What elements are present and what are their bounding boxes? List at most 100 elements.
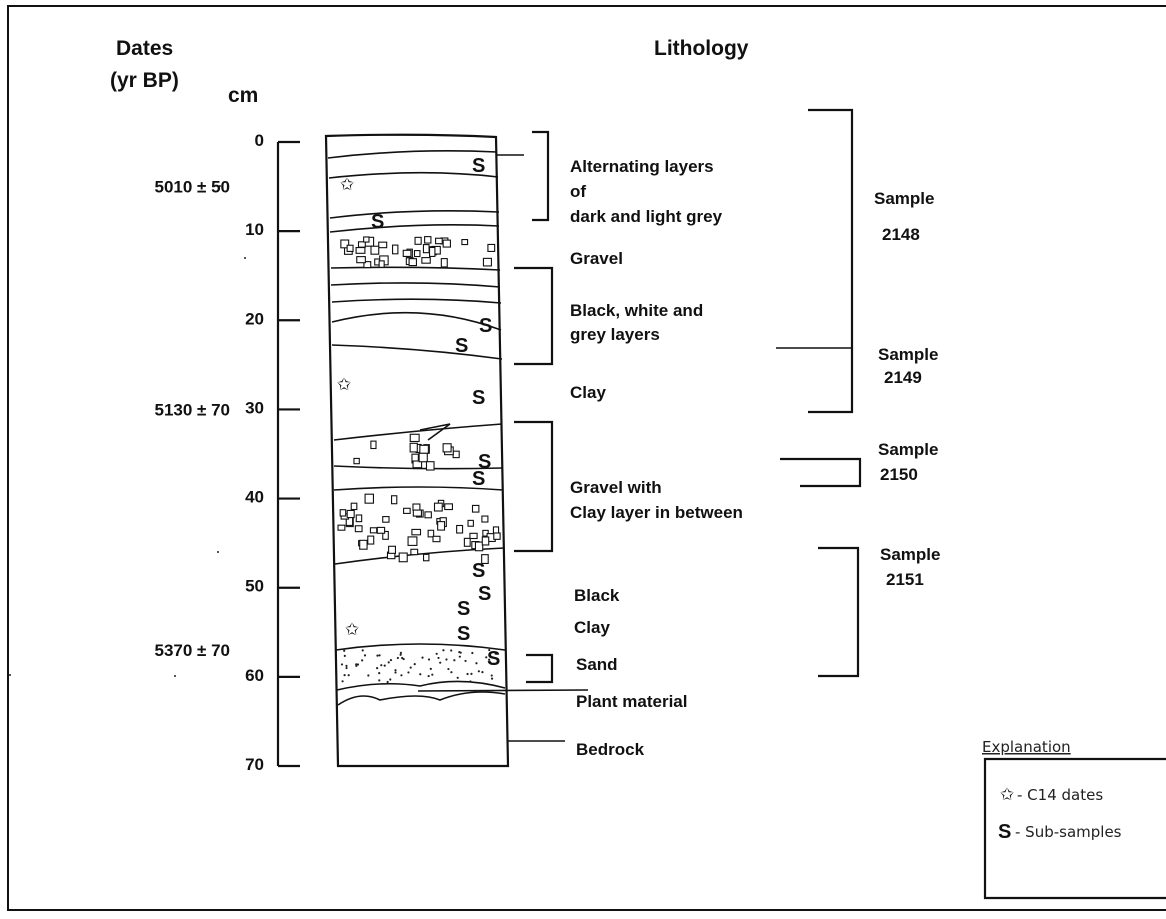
layer-boundary — [337, 681, 505, 690]
sand-grain — [436, 653, 438, 655]
gravel-pebble — [403, 250, 411, 256]
gravel-pebble — [475, 542, 482, 551]
gravel-pebble — [365, 494, 373, 503]
subsample-markers: S S S S S S S S S S S S — [371, 155, 500, 670]
sand-grain — [397, 657, 399, 659]
depth-tick-label: 0 — [255, 131, 264, 150]
depth-tick-label: 40 — [245, 488, 264, 507]
depth-tick-label: 50 — [245, 577, 264, 596]
gravel-pebble — [457, 525, 463, 533]
sand-grain — [450, 671, 452, 673]
legend-c14-icon: ✩ — [1000, 785, 1014, 804]
gravel-pebble — [434, 503, 442, 511]
layer-boundary — [331, 267, 500, 270]
gravel-pebble — [472, 505, 478, 512]
subsample-marker: S — [487, 648, 500, 670]
gravel-pebble — [377, 527, 384, 533]
explanation-legend: Explanation ✩ - C14 dates S - Sub-sample… — [982, 738, 1166, 898]
gravel-pebble — [433, 536, 440, 541]
label-gravel-with-clay-1: Gravel with — [570, 478, 662, 497]
sand-grain — [389, 678, 391, 680]
bracket-alternating — [532, 132, 548, 220]
legend-subsample-text: - Sub-samples — [1015, 823, 1122, 841]
sand-grain — [481, 671, 483, 673]
gravel-pebble — [354, 458, 359, 463]
sand-grain — [387, 681, 389, 683]
gravel-pebble — [355, 526, 362, 532]
gravel-pebble — [360, 540, 367, 549]
sand-grain — [378, 654, 380, 656]
sand-grain — [450, 649, 452, 651]
sand-texture — [341, 649, 497, 683]
gravel-pebble — [399, 553, 407, 562]
sand-grain — [345, 667, 347, 669]
sample-number-2149: 2149 — [884, 368, 922, 387]
gravel-pebble — [340, 510, 345, 516]
sand-grain — [439, 662, 441, 664]
sample-number-2150: 2150 — [880, 465, 918, 484]
sand-grain — [410, 666, 412, 668]
sand-grain — [491, 674, 493, 676]
subsample-marker: S — [457, 598, 470, 620]
gravel-pebble — [414, 251, 419, 257]
label-bedrock: Bedrock — [576, 740, 645, 759]
layer-boundary — [332, 345, 502, 359]
layer-boundary — [330, 225, 499, 232]
gravel-pebble — [389, 546, 396, 553]
label-gravel: Gravel — [570, 249, 623, 268]
gravel-pebble — [413, 504, 420, 510]
gravel-pebble — [371, 441, 376, 448]
sand-grain — [428, 658, 430, 660]
gravel-pebble — [441, 259, 447, 267]
sand-grain — [475, 662, 477, 664]
gravel-pebble — [445, 504, 453, 510]
c14-date-label: 5130 ± 70 — [154, 400, 230, 419]
gravel-pebble — [420, 445, 429, 453]
sand-grain — [378, 679, 380, 681]
gravel-pebble — [410, 434, 419, 441]
gravel-pebble — [438, 522, 445, 530]
sand-grain — [390, 659, 392, 661]
sample-number-2148: 2148 — [882, 225, 920, 244]
sand-grain — [453, 659, 455, 661]
layer-boundary — [331, 283, 500, 287]
sand-grain — [394, 669, 396, 671]
gravel-pebble — [347, 510, 354, 517]
label-alternating-2: of — [570, 182, 586, 201]
sand-grain — [464, 660, 466, 662]
label-alternating-3: dark and light grey — [570, 207, 723, 226]
gravel-pebble — [364, 237, 369, 242]
gravel-pebble — [453, 451, 459, 457]
sand-grain — [376, 655, 378, 657]
gravel-pebble — [425, 237, 431, 243]
gravel-pebble — [409, 259, 416, 266]
label-black-clay-1: Black — [574, 586, 620, 605]
gravel-pebble — [371, 246, 379, 254]
depth-tick-label: 30 — [245, 398, 264, 417]
sand-grain — [478, 670, 480, 672]
layer-boundary — [332, 299, 501, 303]
bracket-gravel-with-clay — [514, 422, 552, 551]
gravel-pebble — [410, 443, 417, 452]
sample-bracket-2150 — [780, 459, 860, 486]
sample-bracket-2148 — [808, 110, 852, 412]
bracket-black-white-grey — [514, 268, 552, 364]
gravel-pebble — [408, 537, 417, 545]
subsample-marker: S — [472, 468, 485, 490]
gravel-pebble — [368, 536, 374, 544]
scan-speck — [9, 674, 11, 676]
legend-c14-text: - C14 dates — [1017, 786, 1103, 804]
gravel-pebble — [338, 525, 345, 530]
sand-grain — [343, 650, 345, 652]
layer-boundary — [338, 692, 505, 705]
sample-bracket-2151 — [818, 548, 858, 676]
layer-boundary — [330, 211, 499, 218]
sand-grain — [447, 668, 449, 670]
label-gravel-with-clay-2: Clay layer in between — [570, 503, 743, 522]
gravel-pebble — [356, 515, 361, 522]
sand-grain — [466, 673, 468, 675]
page-border — [8, 6, 1166, 910]
gravel-pebble — [415, 237, 421, 244]
sand-grain — [431, 674, 433, 676]
sample-number-2151: 2151 — [886, 570, 924, 589]
